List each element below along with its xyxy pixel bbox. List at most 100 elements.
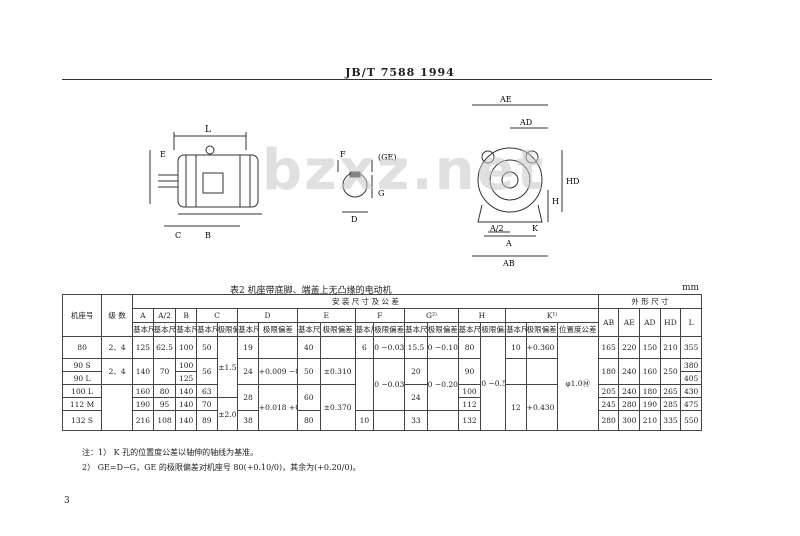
sub-tol: 极限偏差	[525, 322, 558, 337]
cell: 160	[639, 358, 661, 385]
cell	[257, 336, 298, 359]
sub-tol: 极限偏差	[257, 322, 298, 337]
cell: 90	[457, 358, 482, 385]
group-install: 安 装 尺 寸 及 公 差	[132, 294, 599, 309]
cell: 2、4	[101, 358, 134, 385]
cell: 0 −0.20	[426, 358, 459, 411]
cell: 80	[61, 336, 103, 359]
shaft-section-drawing	[337, 160, 373, 213]
shaft-label-GE: (GE)	[378, 153, 396, 162]
h-H: H	[457, 308, 507, 323]
cell: 140	[132, 358, 154, 385]
shaft-label-G: G	[378, 189, 384, 198]
front-label-AD: AD	[519, 118, 532, 127]
cell: 80	[457, 336, 482, 359]
cell: 132	[457, 410, 482, 431]
cell	[525, 358, 558, 385]
cell: 335	[659, 410, 682, 431]
front-label-A: A	[505, 239, 512, 248]
cell: 89	[195, 410, 218, 431]
cell: 430	[680, 384, 702, 398]
sub-tol: 极限偏差	[319, 322, 356, 337]
cell: 160	[132, 384, 154, 398]
cell: 140	[175, 397, 197, 411]
motor-drawings: L E C B F (GE) G D AE AD HD H A/2 K A AB	[149, 95, 579, 268]
cell: 12	[505, 384, 527, 431]
cell: 475	[680, 397, 702, 411]
cell: +0.430 0	[525, 384, 558, 431]
cell: 216	[132, 410, 154, 431]
cell: 0 −0.036	[373, 358, 406, 411]
cell: +0.018 +0.002	[257, 384, 298, 431]
sub-tol: 极限偏差	[216, 322, 239, 337]
cell	[373, 410, 406, 431]
front-label-AB: AB	[502, 259, 515, 268]
sub-tol2: 位置度公差	[556, 322, 599, 337]
cell	[426, 410, 459, 431]
sub-tol: 极限偏差	[480, 322, 507, 337]
cell: 132 S	[61, 410, 103, 431]
cell: +0.009 −0.004	[257, 358, 298, 385]
cell: 6	[354, 336, 375, 359]
cell: 355	[680, 336, 702, 359]
cell: 180	[597, 358, 620, 385]
front-label-A2: A/2	[489, 224, 504, 233]
cell: +0.360 0	[525, 336, 558, 359]
cell: 15.5	[404, 336, 428, 359]
sub-tol: 极限偏差	[426, 322, 459, 337]
cell: 150	[639, 336, 661, 359]
side-label-C: C	[175, 231, 181, 240]
sub-nom: 基本尺寸	[505, 322, 527, 337]
sub-nom: 基本尺寸	[175, 322, 197, 337]
side-view-drawing	[149, 132, 262, 227]
col-poles: 级 数	[101, 294, 134, 337]
cell: 62.5	[152, 336, 177, 359]
sub-nom: 基本尺寸	[195, 322, 218, 337]
cell: 125	[132, 336, 154, 359]
sub-tol: 极限偏差	[373, 322, 406, 337]
cell: 63	[195, 384, 218, 398]
document-header: JB/T 7588 1994	[345, 66, 455, 79]
cell: ±0.310	[319, 358, 356, 385]
cell: 140	[175, 410, 197, 431]
cell: 550	[680, 410, 702, 431]
cell: 2、4	[101, 336, 134, 359]
cell: 405	[680, 371, 702, 385]
shaft-label-F: F	[340, 150, 346, 159]
cell: 245	[597, 397, 620, 411]
h-AB: AB	[597, 308, 620, 337]
note-2: 2） GE=D−G，GE 的极限偏差对机座号 80(+0.10/0)，其余为(+…	[82, 463, 361, 472]
cell: 90 S	[61, 358, 103, 372]
cell: 190	[639, 397, 661, 411]
cell	[101, 384, 134, 431]
cell: 240	[618, 384, 641, 398]
h-K: K¹⁾	[505, 308, 599, 323]
note-1: 注：1） K 孔的位置度公差以轴伸的轴线为基准。	[82, 448, 259, 457]
cell: 80	[296, 410, 321, 431]
cell: φ1.0Ⓜ	[556, 336, 599, 431]
cell: ±1.5	[216, 336, 239, 398]
cell: 112	[457, 397, 482, 411]
cell: 205	[597, 384, 620, 398]
sub-nom: 基本尺寸	[237, 322, 259, 337]
table-caption: 表2 机座带底脚、端盖上无凸缘的电动机	[230, 286, 392, 296]
h-C: C	[195, 308, 239, 323]
side-label-E: E	[160, 150, 166, 159]
h-G: G²⁾	[404, 308, 459, 323]
sub-nom: 基本尺寸	[354, 322, 375, 337]
cell: 80	[152, 384, 177, 398]
cell: 38	[237, 410, 259, 431]
cell: 40	[296, 336, 321, 359]
cell: 90 L	[61, 371, 103, 385]
h-D: D	[237, 308, 298, 323]
cell: 220	[618, 336, 641, 359]
front-label-H: H	[552, 197, 559, 206]
cell: 20	[404, 358, 428, 385]
h-HD: HD	[659, 308, 682, 337]
cell: 108	[152, 410, 177, 431]
h-L: L	[680, 308, 702, 337]
cell: 140	[175, 384, 197, 398]
cell: 100 L	[61, 384, 103, 398]
cell: 19	[237, 336, 259, 359]
cell: 24	[237, 358, 259, 385]
